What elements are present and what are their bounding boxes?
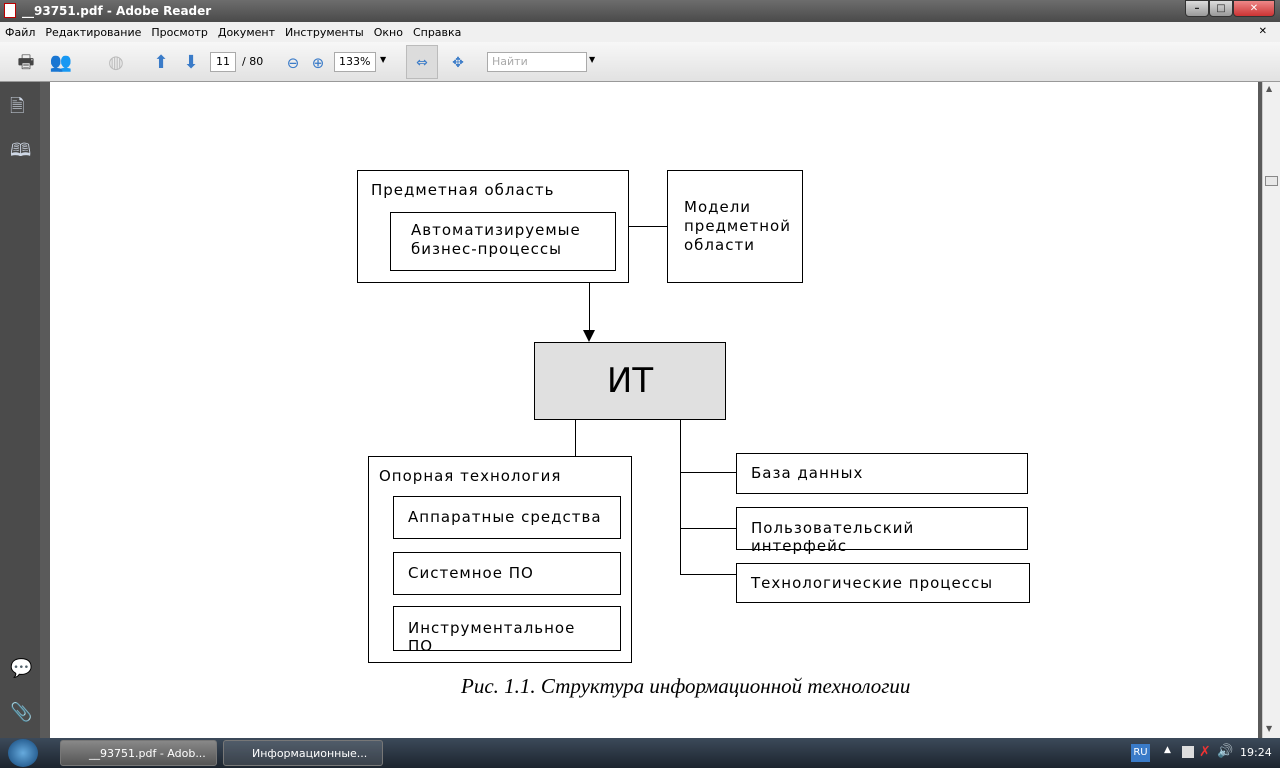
- start-button[interactable]: [8, 739, 38, 767]
- close-document-icon[interactable]: ✕: [1258, 26, 1267, 37]
- taskbar: __93751.pdf - Adob... Информационные... …: [0, 738, 1280, 768]
- subject-area-label: Предметная область: [371, 181, 555, 199]
- figure-caption: Рис. 1.1. Структура информационной техно…: [461, 674, 911, 698]
- taskbar-item-word[interactable]: Информационные...: [223, 740, 383, 766]
- menu-file[interactable]: Файл: [5, 26, 36, 39]
- volume-icon[interactable]: 🔊: [1217, 744, 1234, 759]
- menu-tools[interactable]: Инструменты: [285, 26, 364, 39]
- language-indicator[interactable]: RU: [1131, 744, 1150, 762]
- user-interface-box: Пользовательский интерфейс: [736, 507, 1028, 555]
- comments-icon[interactable]: 💬: [10, 658, 33, 679]
- it-box: ИТ: [534, 342, 726, 420]
- base-technology-label: Опорная технология: [379, 467, 562, 485]
- models-box: Модели предметной области: [667, 170, 803, 283]
- tray-alert-icon[interactable]: ✗: [1199, 744, 1211, 760]
- menu-help[interactable]: Справка: [412, 26, 462, 39]
- menu-edit[interactable]: Редактирование: [45, 26, 142, 39]
- scroll-thumb[interactable]: [1265, 176, 1278, 186]
- fit-page-icon[interactable]: ✥: [452, 55, 464, 71]
- page-total: / 80: [242, 55, 264, 68]
- menu-document[interactable]: Документ: [217, 26, 275, 39]
- pages-icon[interactable]: 🗎: [10, 96, 25, 117]
- title-bar: __93751.pdf - Adobe Reader – □ ✕: [0, 0, 1280, 22]
- search-input[interactable]: Найти: [487, 52, 587, 72]
- search-dropdown-icon[interactable]: ▼: [589, 55, 596, 64]
- toolbar: 🖶 👥 ◍ ⬆ ⬇ 11 / 80 ⊖ ⊕ 133% ▼ ⇔ ✥ Найти ▼: [0, 42, 1280, 82]
- print-icon[interactable]: 🖶: [17, 52, 35, 73]
- zoom-out-icon[interactable]: ⊖: [286, 54, 300, 72]
- bookmarks-icon[interactable]: 🕮: [10, 140, 32, 161]
- zoom-in-icon[interactable]: ⊕: [311, 54, 325, 72]
- system-software-box: Системное ПО: [393, 552, 621, 595]
- show-hidden-icons[interactable]: ▲: [1164, 745, 1171, 755]
- attachments-icon[interactable]: 📎: [10, 702, 33, 723]
- zoom-dropdown-icon[interactable]: ▼: [380, 55, 387, 64]
- navigation-panel: 🗎 🕮 💬 📎: [0, 82, 40, 738]
- tool-software-box: Инструментальное ПО: [393, 606, 621, 655]
- menu-view[interactable]: Просмотр: [151, 26, 208, 39]
- network-icon[interactable]: [1182, 746, 1194, 758]
- window-title: __93751.pdf - Adobe Reader: [22, 4, 212, 18]
- share-icon[interactable]: 👥: [49, 52, 73, 73]
- menu-window[interactable]: Окно: [373, 26, 403, 39]
- collaborate-icon[interactable]: ◍: [108, 52, 124, 73]
- zoom-input[interactable]: 133%: [334, 52, 376, 72]
- menu-bar: Файл Редактирование Просмотр Документ Инстру…: [0, 22, 1280, 42]
- previous-page-icon[interactable]: ⬆: [153, 52, 169, 73]
- taskbar-item-adobe[interactable]: __93751.pdf - Adob...: [60, 740, 217, 766]
- fit-width-icon[interactable]: ⇔: [406, 45, 438, 79]
- page-number-input[interactable]: 11: [210, 52, 236, 72]
- minimize-button[interactable]: –: [1185, 0, 1209, 17]
- maximize-button[interactable]: □: [1209, 0, 1233, 17]
- clock[interactable]: 19:24: [1240, 746, 1272, 759]
- tech-processes-box: Технологические процессы: [736, 563, 1030, 603]
- arrow-head: [583, 330, 595, 342]
- database-box: База данных: [736, 453, 1028, 494]
- hardware-box: Аппаратные средства: [393, 496, 621, 539]
- next-page-icon[interactable]: ⬇: [183, 52, 199, 73]
- pdf-icon: [4, 3, 16, 18]
- close-button[interactable]: ✕: [1233, 0, 1275, 17]
- document-page: Предметная область Автоматизируемые бизн…: [50, 82, 1258, 738]
- automated-processes-box: Автоматизируемые бизнес-процессы: [390, 212, 616, 271]
- vertical-scrollbar[interactable]: ▲ ▼: [1262, 82, 1280, 738]
